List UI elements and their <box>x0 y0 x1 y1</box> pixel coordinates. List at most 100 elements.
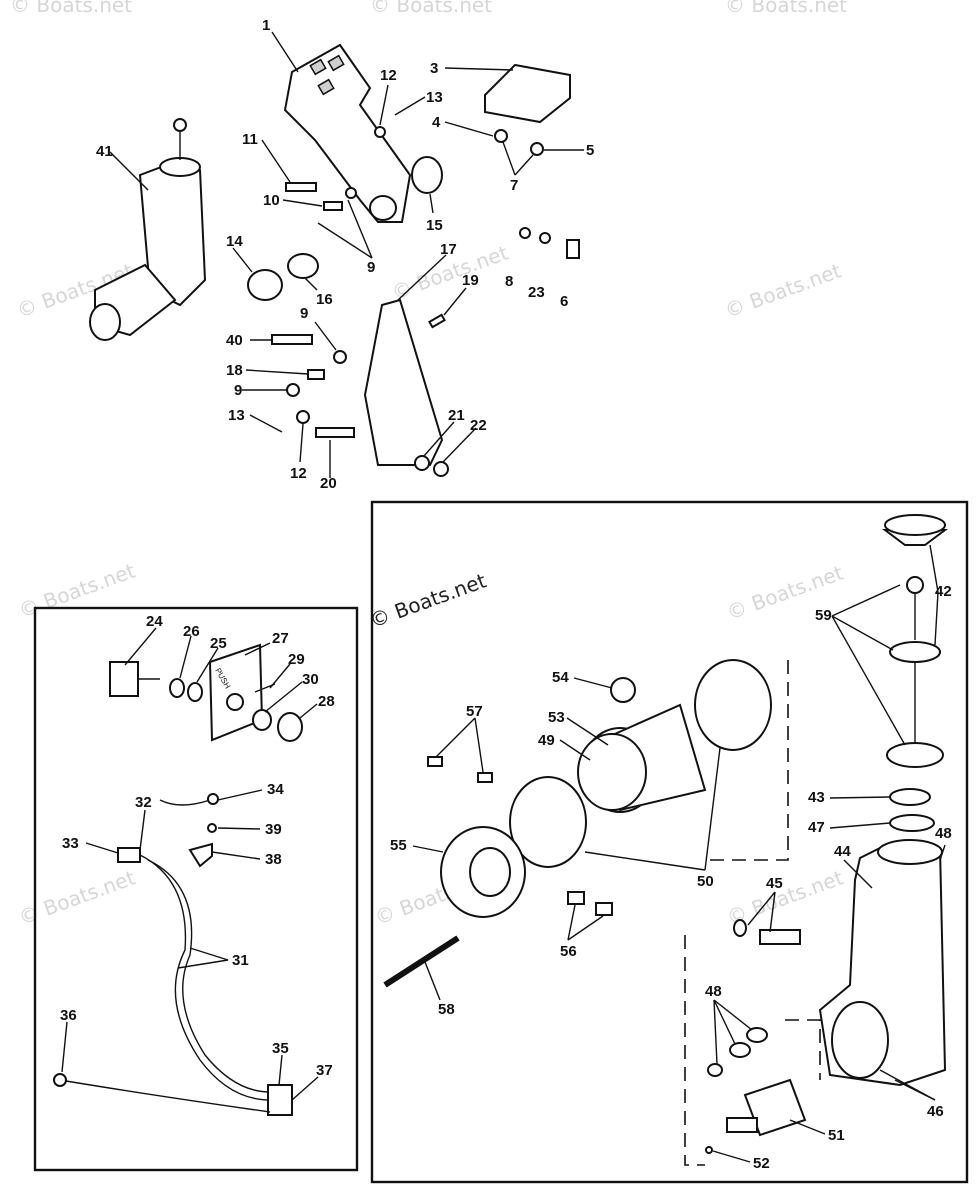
callout-40: 40 <box>226 332 243 349</box>
part-54-grommet <box>610 677 636 703</box>
part-35-connector <box>267 1084 293 1116</box>
part-48-washer <box>707 1063 723 1077</box>
part-49-magnet-frame <box>577 733 647 811</box>
part-56-brush <box>567 891 585 905</box>
callout-44: 44 <box>834 843 851 860</box>
callout-4: 4 <box>432 114 441 131</box>
callout-49: 49 <box>538 732 555 749</box>
part-48-washer <box>729 1042 751 1058</box>
bracket-bore <box>369 195 397 221</box>
callout-6: 6 <box>560 293 568 310</box>
watermark: © Boats.net <box>10 0 132 17</box>
tilt-motor-exploded <box>383 514 948 1166</box>
part-17-plate <box>363 298 444 466</box>
part-58-through-bolt <box>383 935 460 988</box>
callout-9: 9 <box>367 259 375 276</box>
callout-45: 45 <box>766 875 783 892</box>
callout-51: 51 <box>828 1127 845 1144</box>
watermark: © Boats.net <box>722 258 845 322</box>
callout-7: 7 <box>510 177 518 194</box>
part-25-washer <box>187 682 203 702</box>
callout-12: 12 <box>380 67 397 84</box>
callout-13: 13 <box>228 407 245 424</box>
part-50-seal-ring <box>694 659 772 751</box>
tilt-motor-panel <box>370 500 969 1184</box>
part-24-toggle-switch <box>109 661 139 697</box>
part-22-nut <box>433 461 449 477</box>
part-41-tilt-motor <box>89 118 207 341</box>
callout-11: 11 <box>242 131 258 148</box>
part-9-washer <box>345 187 357 199</box>
callout-9: 9 <box>234 382 242 399</box>
callout-labels: 1 3 4 5 7 12 13 11 10 9 15 14 16 17 19 8… <box>60 17 952 1172</box>
callout-15: 15 <box>426 217 443 234</box>
callout-30: 30 <box>302 671 319 688</box>
part-33-connector <box>117 847 141 863</box>
callout-21: 21 <box>448 407 465 424</box>
callout-10: 10 <box>263 192 280 209</box>
part-19-screw <box>428 313 446 329</box>
bracket-slot <box>309 58 327 76</box>
part-56-brush <box>595 902 613 916</box>
callout-48: 48 <box>935 825 952 842</box>
callout-39: 39 <box>265 821 282 838</box>
callout-56: 56 <box>560 943 577 960</box>
part-57-spring <box>427 756 443 767</box>
watermark: © Boats.net <box>370 0 492 17</box>
callout-26: 26 <box>183 623 200 640</box>
part-34-terminal <box>207 793 219 805</box>
part-3-angle-bracket <box>484 63 571 124</box>
watermark: © Boats.net <box>725 0 847 17</box>
part-43-o-ring <box>889 788 931 806</box>
part-11-pin <box>285 182 317 192</box>
callout-59: 59 <box>815 607 832 624</box>
part-5-screw <box>530 142 544 156</box>
callout-27: 27 <box>272 630 289 647</box>
part-14-bushing <box>247 269 283 301</box>
bracket-slot <box>327 54 345 72</box>
part-1-bracket <box>283 43 412 223</box>
callout-8: 8 <box>505 273 513 290</box>
part-21-washer <box>414 455 430 471</box>
callout-37: 37 <box>316 1062 333 1079</box>
callout-48: 48 <box>705 983 722 1000</box>
callout-14: 14 <box>226 233 243 250</box>
callout-18: 18 <box>226 362 243 379</box>
part-23-washer <box>539 232 551 244</box>
part-50-seal-ring <box>509 776 587 868</box>
callout-36: 36 <box>60 1007 77 1024</box>
part-28-knob <box>277 712 303 742</box>
part-8-washer <box>519 227 531 239</box>
callout-31: 31 <box>232 952 249 969</box>
switch-wiring-panel <box>33 606 359 1172</box>
part-9-nut <box>286 383 300 397</box>
callout-12: 12 <box>290 465 307 482</box>
leader-lines <box>61 31 946 1163</box>
callout-42: 42 <box>935 583 952 600</box>
callout-53: 53 <box>548 709 565 726</box>
callout-28: 28 <box>318 693 335 710</box>
callout-35: 35 <box>272 1040 289 1057</box>
part-34-wire <box>159 799 211 806</box>
part-26-nut <box>169 678 185 698</box>
callout-13: 13 <box>426 89 443 106</box>
callout-23: 23 <box>528 284 545 301</box>
callout-50: 50 <box>697 873 714 890</box>
callout-41: 41 <box>96 143 113 160</box>
callout-57: 57 <box>466 703 483 720</box>
callout-54: 54 <box>552 669 569 686</box>
switch-and-wiring: PUSH <box>53 643 303 1116</box>
part-30-nut <box>252 709 272 731</box>
part-52-ball <box>705 1146 713 1154</box>
callout-24: 24 <box>146 613 163 630</box>
callout-46: 46 <box>927 1103 944 1120</box>
callout-19: 19 <box>462 272 479 289</box>
part-12-washer <box>374 126 386 138</box>
part-16-washer <box>287 253 319 279</box>
callout-47: 47 <box>808 819 825 836</box>
callout-22: 22 <box>470 417 487 434</box>
callout-29: 29 <box>288 651 305 668</box>
part-36-terminal <box>53 1073 67 1087</box>
part-47-o-ring <box>889 814 935 832</box>
